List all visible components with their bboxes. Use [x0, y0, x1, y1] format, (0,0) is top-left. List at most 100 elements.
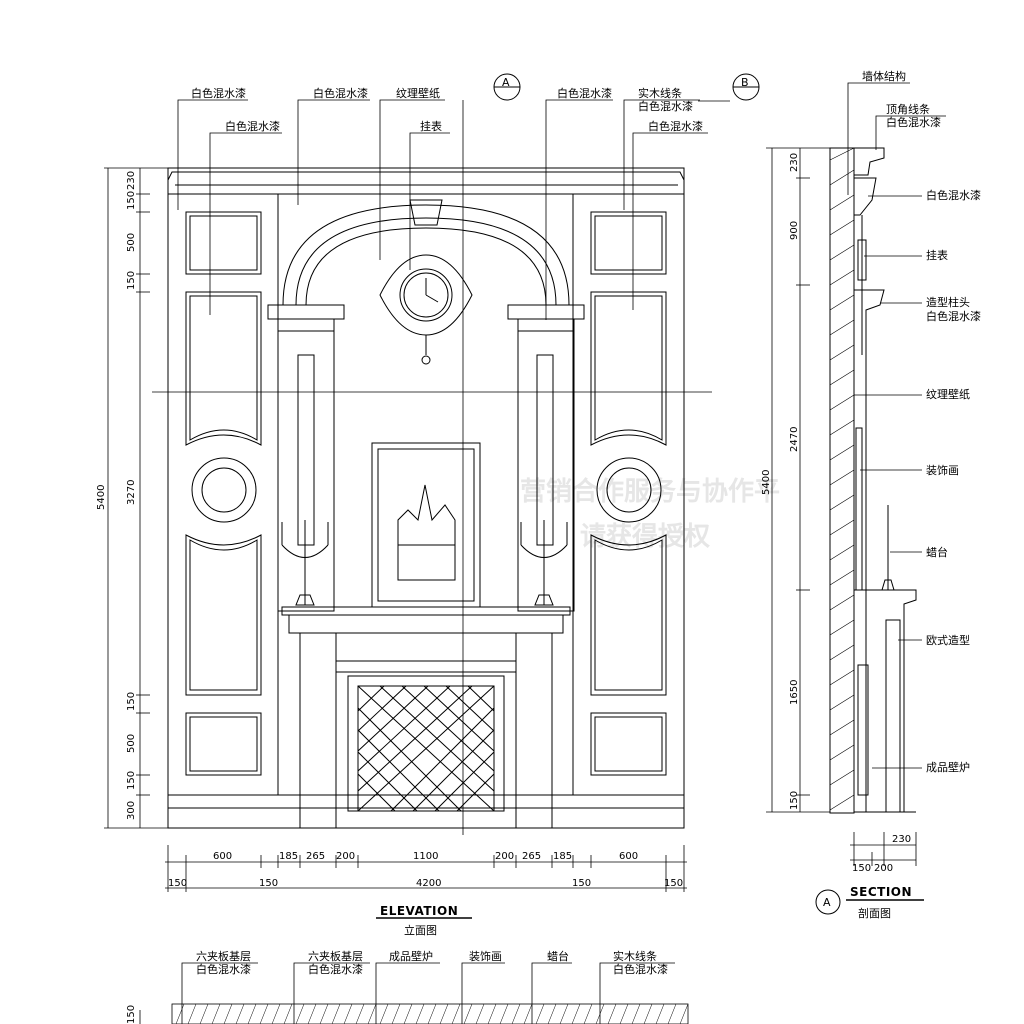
section-marker-b-letter: B — [741, 76, 749, 89]
column-right-neck — [517, 318, 575, 332]
callout-top-3: 白色混水漆 — [313, 86, 368, 100]
section-label-5: 挂表 — [926, 248, 948, 262]
section-drawing — [829, 147, 917, 814]
section-fireplace-insert — [857, 664, 869, 796]
panel-left-top — [185, 211, 262, 275]
section-label-6: 造型柱头 — [926, 295, 970, 309]
dim-bottom-6: 200 — [495, 851, 514, 862]
section-dim-1: 230 — [789, 153, 800, 172]
column-left-shaft — [277, 330, 335, 612]
section-label-9: 装饰画 — [926, 463, 959, 477]
section-label-12: 成品壁炉 — [926, 760, 970, 774]
section-label-2: 顶角线条 — [886, 102, 930, 116]
panel-right-bottom-inner — [594, 716, 663, 772]
plan-label-8: 实木线条 — [613, 949, 657, 963]
dim-bottom-row2-1: 150 — [168, 878, 187, 889]
dim-left-5: 3270 — [126, 480, 137, 505]
dim-bottom-1: 600 — [213, 851, 232, 862]
section-label-3: 白色混水漆 — [886, 115, 941, 129]
candelabra-right — [520, 520, 568, 606]
section-mantel — [854, 589, 917, 812]
crown-moulding — [167, 171, 685, 195]
section-label-7: 白色混水漆 — [926, 309, 981, 323]
dim-bottom-8: 185 — [553, 851, 572, 862]
left-dimension-labels: 230 150 500 150 3270 150 500 150 300 540… — [96, 171, 137, 820]
dim-bottom-row2-4: 150 — [572, 878, 591, 889]
arch-middle — [295, 217, 557, 306]
dim-bottom-3: 265 — [306, 851, 325, 862]
column-right-slot — [536, 354, 554, 546]
dim-bottom-9: 600 — [619, 851, 638, 862]
dim-left-9: 300 — [126, 801, 137, 820]
plan-label-2: 白色混水漆 — [196, 962, 251, 976]
section-dim-bottom-3: 200 — [874, 863, 893, 874]
watermark-line-1: 营销合作服务与协作平 — [520, 476, 780, 507]
left-dimensions — [104, 167, 168, 829]
section-title-cn: 剖面图 — [858, 906, 891, 920]
section-wall-hatch — [829, 147, 855, 811]
callout-top-8: 白色混水漆 — [638, 99, 693, 113]
section-dimension-labels: 230 900 2470 1650 150 5400 230 150 200 — [761, 153, 911, 874]
dim-left-6: 150 — [126, 692, 137, 711]
elevation-title-en: ELEVATION — [380, 904, 458, 918]
dim-bottom-row2-3: 4200 — [416, 878, 441, 889]
section-label-1: 墙体结构 — [862, 69, 906, 83]
section-marker-a-letter: A — [502, 76, 510, 89]
section-cornice — [853, 177, 877, 216]
section-dim-4: 1650 — [789, 680, 800, 705]
column-left-capital — [267, 304, 345, 320]
panel-right-lower — [590, 534, 667, 696]
rosette-left — [191, 457, 257, 523]
panel-right-upper-inner — [594, 295, 663, 441]
section-clock — [857, 239, 867, 281]
panel-left-upper — [185, 291, 262, 446]
section-dim-2: 900 — [789, 221, 800, 240]
fireplace — [281, 606, 571, 829]
column-right-shaft — [517, 330, 575, 612]
section-dim-bottom-2: 150 — [852, 863, 871, 874]
plan-wall-hatch — [175, 1003, 689, 1024]
callout-top-2: 白色混水漆 — [225, 119, 280, 133]
section-marker-a: A — [493, 73, 521, 101]
bottom-dimension-labels: 600 185 265 200 1100 200 265 185 600 150… — [168, 851, 683, 889]
dim-left-total: 5400 — [96, 485, 107, 510]
section-marker-letter: A — [823, 896, 831, 909]
dim-bottom-7: 265 — [522, 851, 541, 862]
plan-label-4: 白色混水漆 — [308, 962, 363, 976]
plan-label-9: 白色混水漆 — [613, 962, 668, 976]
section-marker-b: B — [732, 73, 760, 101]
watermark-line-2: 请获得授权 — [580, 522, 710, 552]
candelabra-left — [281, 520, 329, 606]
callout-top-1: 白色混水漆 — [191, 86, 246, 100]
section-dim-5: 150 — [789, 791, 800, 810]
panel-right-upper — [590, 291, 667, 446]
panel-left-lower — [185, 534, 262, 696]
elevation-drawing — [152, 100, 712, 835]
callout-top-6: 白色混水漆 — [557, 86, 612, 100]
arch-inner — [305, 227, 547, 306]
dim-bottom-row2-5: 150 — [664, 878, 683, 889]
section-dimensions — [766, 147, 917, 866]
elevation-title-cn: 立面图 — [404, 923, 437, 937]
dim-bottom-5: 1100 — [413, 851, 438, 862]
section-dim-bottom-1: 230 — [892, 834, 911, 845]
section-painting-frame — [855, 427, 863, 591]
watermark: 营销合作服务与协作平 请获得授权 — [520, 476, 780, 552]
section-title-block: A SECTION 剖面图 — [815, 885, 924, 920]
plan-label-7: 蜡台 — [547, 949, 569, 963]
dim-left-1: 230 — [126, 171, 137, 190]
section-label-4: 白色混水漆 — [926, 188, 981, 202]
callout-top-5: 挂表 — [420, 119, 442, 133]
section-label-11: 欧式造型 — [926, 633, 970, 647]
arch-outer — [282, 204, 570, 306]
plan-label-1: 六夹板基层 — [196, 949, 251, 963]
section-crown — [853, 147, 885, 176]
column-left-slot — [297, 354, 315, 546]
elevation-callouts: 白色混水漆 白色混水漆 白色混水漆 纹理壁纸 挂表 白色混水漆 实木线条 白色混… — [177, 86, 730, 320]
plan-label-6: 装饰画 — [469, 949, 502, 963]
rosette-right — [596, 457, 662, 523]
panel-left-upper-inner — [189, 295, 258, 441]
panel-right-bottom — [590, 712, 667, 776]
dim-bottom-row2-2: 150 — [259, 878, 278, 889]
